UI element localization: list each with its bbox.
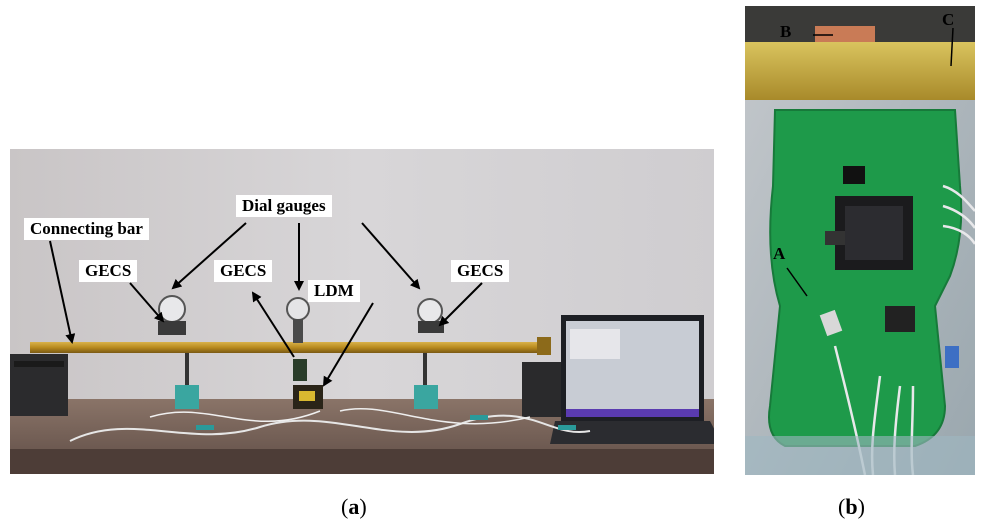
dial-gauge-left (158, 295, 186, 335)
arrow-gecs-middle (251, 291, 295, 358)
label-ldm: LDM (308, 280, 360, 302)
circuit-board-photo: B C A (745, 6, 975, 475)
setup-photo-drawing (10, 149, 714, 474)
arrow-dial-right (361, 222, 421, 290)
arrow-dial-left (171, 222, 247, 290)
arrow-ldm (322, 302, 374, 387)
label-connecting-bar: Connecting bar (24, 218, 149, 240)
green-pcb (768, 109, 963, 447)
dial-gauge-right (417, 298, 444, 333)
connecting-bar (30, 342, 550, 353)
circuit-board-drawing (745, 6, 975, 475)
caption-a: (a) (341, 494, 367, 519)
caption-b: (b) (838, 494, 865, 519)
dial-gauge-middle (286, 297, 310, 343)
gecs-block-right (414, 385, 438, 409)
label-b: B (780, 22, 792, 41)
label-c: C (942, 10, 955, 29)
right-device (522, 362, 564, 417)
strain-gauge-b (815, 26, 875, 42)
gecs-middle-module (293, 359, 307, 381)
gecs-block-left (175, 385, 199, 409)
arrow-connecting-bar (49, 240, 76, 344)
yellow-bar-c (745, 42, 975, 100)
laptop (550, 315, 714, 444)
arrow-gecs-left (129, 282, 165, 323)
label-gecs-left: GECS (79, 260, 138, 282)
label-gecs-right: GECS (451, 260, 510, 282)
annotation-arrows (49, 222, 483, 387)
arrow-gecs-right (438, 282, 483, 327)
label-dial-gauges: Dial gauges (236, 195, 332, 217)
label-a: A (773, 244, 786, 263)
experimental-setup-photo: Connecting bar Dial gauges GECS GECS LDM… (10, 149, 714, 474)
label-gecs-middle: GECS (214, 260, 273, 282)
sensor-a (819, 309, 843, 337)
